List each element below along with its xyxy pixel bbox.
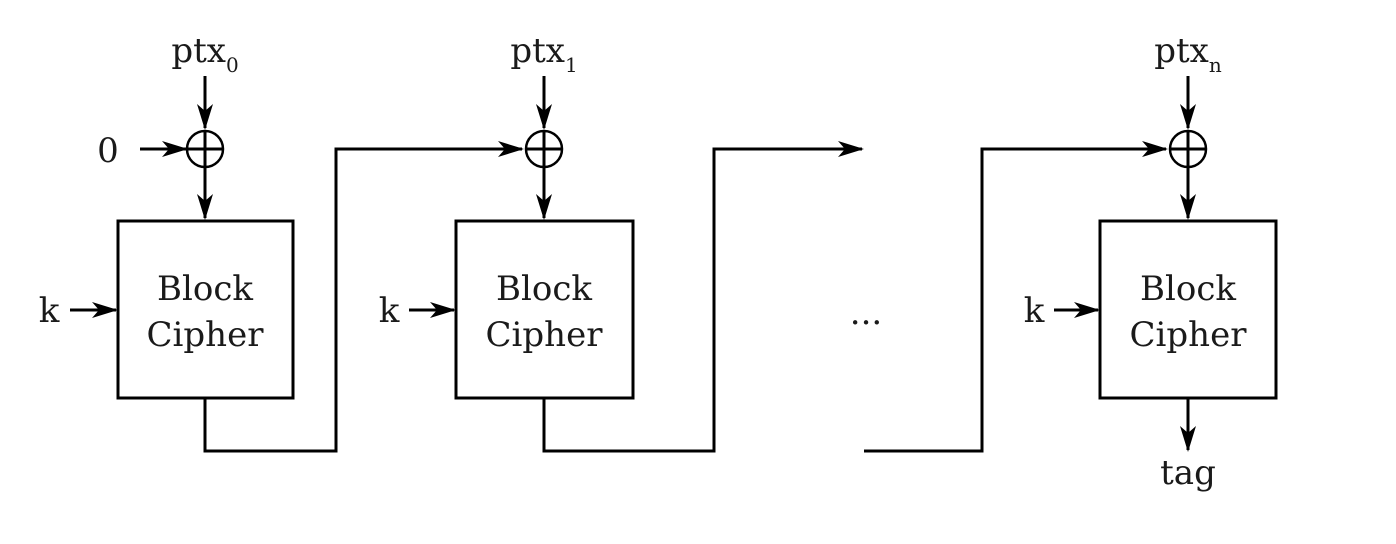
tag-label: tag <box>1160 453 1216 493</box>
xor-n-icon <box>1168 129 1208 169</box>
ptx-n-label: ptxn <box>1154 31 1222 77</box>
iv-zero-label: 0 <box>97 131 119 171</box>
key-n-label: k <box>1024 291 1045 331</box>
block-cipher-1 <box>454 219 635 400</box>
ptx-1-label: ptx1 <box>510 31 577 77</box>
ptx-0-label: ptx0 <box>171 31 238 77</box>
block-cipher-1-line2: Cipher <box>486 315 604 355</box>
xor-1-icon <box>524 129 564 169</box>
key-1-label: k <box>379 291 400 331</box>
block-cipher-n <box>1098 219 1278 400</box>
stage-0: ptx0 0 Block Cipher k <box>39 31 295 400</box>
ellipsis: ... <box>850 293 882 333</box>
block-cipher-n-line1: Block <box>1140 269 1236 309</box>
stage-1: ptx1 Block Cipher k <box>379 31 635 400</box>
block-cipher-0 <box>116 219 295 400</box>
block-cipher-n-line2: Cipher <box>1130 315 1248 355</box>
chain-0-to-1 <box>203 141 524 453</box>
stage-n: ptxn Block Cipher k tag <box>1024 31 1278 493</box>
block-cipher-0-line1: Block <box>157 269 253 309</box>
block-cipher-1-line1: Block <box>496 269 592 309</box>
block-cipher-0-line2: Cipher <box>147 315 265 355</box>
xor-0-icon <box>185 129 225 169</box>
chain-1-to-ellipsis <box>542 141 864 453</box>
chain-ellipsis-to-n <box>864 141 1168 453</box>
key-0-label: k <box>39 291 60 331</box>
